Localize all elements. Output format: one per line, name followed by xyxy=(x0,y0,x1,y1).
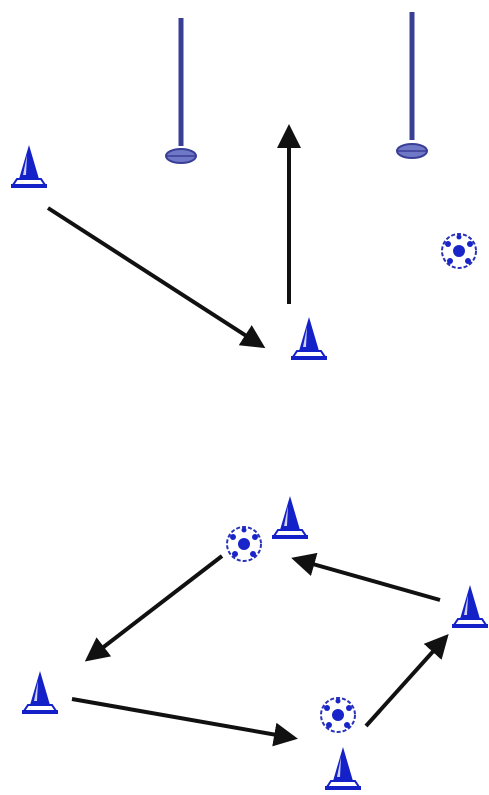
movement-arrow-icon xyxy=(71,697,298,747)
slalom-pole-icon xyxy=(165,18,197,164)
training-cone-icon xyxy=(22,671,58,714)
training-cone-icon xyxy=(325,747,361,790)
movement-arrow-icon xyxy=(291,552,441,602)
training-cone-icon xyxy=(11,145,47,188)
drill-a xyxy=(11,12,477,360)
movement-arrow-icon xyxy=(364,634,449,728)
soccer-ball-icon xyxy=(226,526,262,562)
drill-b xyxy=(22,496,488,790)
soccer-ball-icon xyxy=(441,233,477,269)
training-cone-icon xyxy=(272,496,308,539)
soccer-ball-icon xyxy=(320,697,356,733)
movement-arrow-icon xyxy=(46,206,266,349)
slalom-pole-icon xyxy=(396,12,428,159)
movement-arrow-icon xyxy=(84,554,224,662)
training-cone-icon xyxy=(291,317,327,360)
training-cone-icon xyxy=(452,585,488,628)
